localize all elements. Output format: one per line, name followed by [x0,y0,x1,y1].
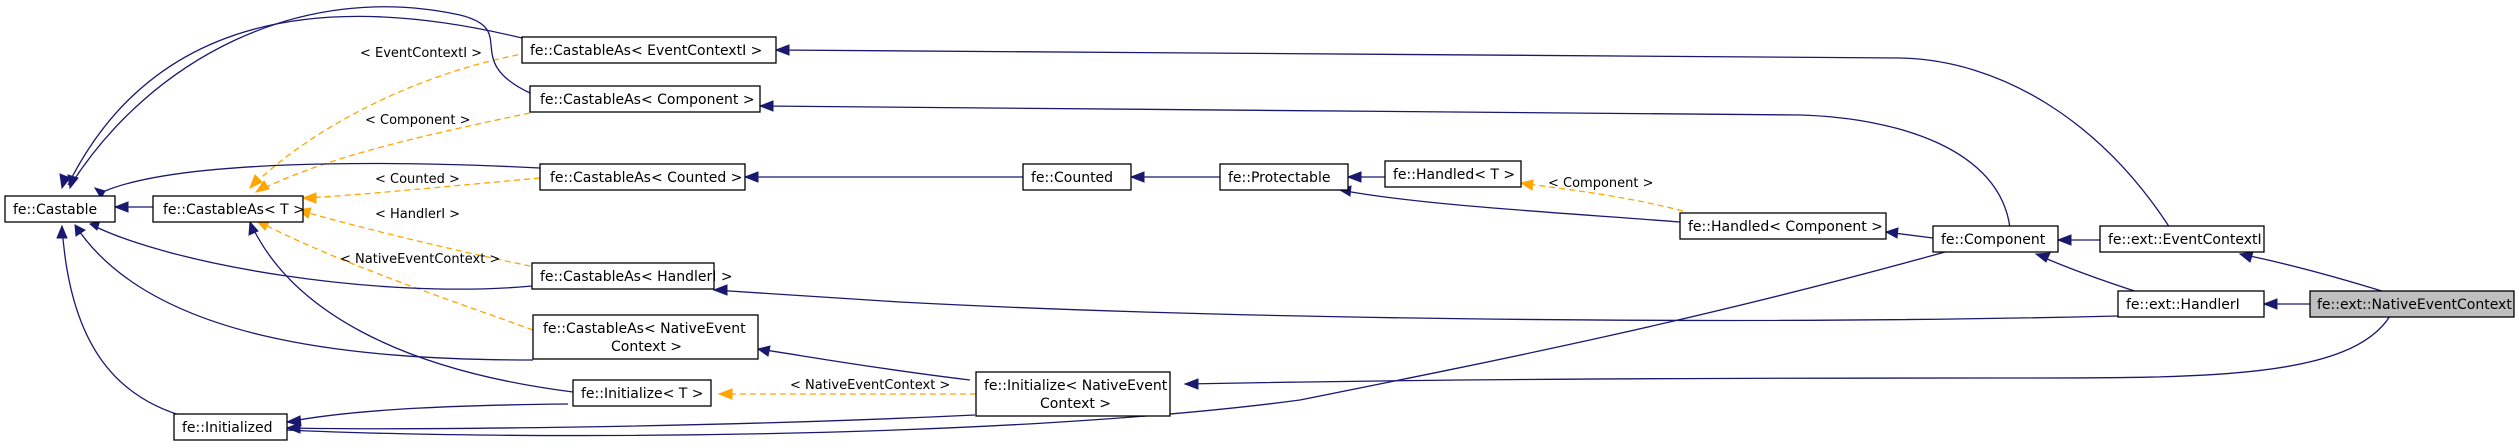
node-label: fe::Protectable [1228,170,1330,186]
node-handled-component[interactable]: fe::Handled< Component > [1679,212,1887,240]
edge-initialize-t-to-initialized [286,403,569,423]
node-label: fe::CastableAs< T > [163,202,305,218]
node-label: fe::Initialized [182,420,272,436]
edge-initialize-t-to-castableas-t [249,221,574,393]
nodes: fe::Castable fe::CastableAs< T > fe::Cas… [4,36,2515,441]
node-label: fe::ext::NativeEventContext [2317,297,2512,313]
node-ext-nativeeventcontext[interactable]: fe::ext::NativeEventContext [2309,290,2515,318]
node-castable[interactable]: fe::Castable [4,195,116,223]
edge-handleri-to-component [2035,253,2151,297]
edge-component-to-castableas-component [759,105,2011,229]
edge-label-nativeeventcontext-castable: < NativeEventContext > [340,252,500,267]
node-component[interactable]: fe::Component [1932,225,2059,253]
edge-label-component-castable: < Component > [365,113,471,128]
edge-template-castableas-nativeeventcontext [255,219,534,331]
node-label-line-1: fe::CastableAs< NativeEvent [543,321,746,337]
node-label: fe::ext::HandlerI [2126,297,2240,313]
edge-initialize-nativeeventcontext-to-castableas-nativeeventcontext [757,348,971,381]
edge-castableas-counted-to-castable [104,162,541,192]
edge-template-castableas-handleri [297,209,541,269]
node-label: fe::Component [1941,232,2046,248]
node-castable-as-t[interactable]: fe::CastableAs< T > [152,195,305,223]
node-label: fe::Handled< T > [1393,167,1515,183]
edge-handled-component-to-protectable [1339,189,1681,223]
edge-label-component-handled: < Component > [1548,176,1654,191]
edge-castableas-handleri-to-castable [89,223,533,290]
edge-labels: < EventContextI > < Component > < Counte… [340,46,1654,393]
edges [56,6,2391,437]
edge-castableas-component-to-castable [69,6,531,187]
node-castable-as-handleri[interactable]: fe::CastableAs< HandlerI > [531,262,733,290]
edge-castableas-eventcontexti-to-castable [67,15,531,186]
node-counted[interactable]: fe::Counted [1022,163,1132,191]
node-label-line-2: Context > [1040,396,1111,412]
node-label-line-2: Context > [611,339,682,355]
node-label: fe::ext::EventContextI [2108,232,2262,248]
node-castable-as-eventcontexti[interactable]: fe::CastableAs< EventContextI > [521,36,777,64]
node-castable-as-nativeeventcontext[interactable]: fe::CastableAs< NativeEvent Context > [532,314,759,360]
node-label: fe::CastableAs< Counted > [550,170,742,186]
edge-component-to-initialized [286,251,1946,437]
node-label: fe::CastableAs< HandlerI > [540,269,733,285]
node-ext-eventcontexti[interactable]: fe::ext::EventContextI [2099,225,2265,253]
edge-label-nativeeventcontext-initialize: < NativeEventContext > [790,378,950,393]
node-label: fe::CastableAs< Component > [540,92,755,108]
edge-initialized-to-castable [61,225,191,419]
node-castable-as-counted[interactable]: fe::CastableAs< Counted > [539,163,746,191]
node-label: fe::Handled< Component > [1688,219,1883,235]
edge-label-handleri: < HandlerI > [375,207,460,222]
edge-template-castableas-counted [302,177,541,199]
node-label: fe::Castable [13,202,97,218]
node-handled-t[interactable]: fe::Handled< T > [1384,160,1522,188]
edge-nativeeventcontext-to-eventcontexti [2239,253,2386,293]
edge-eventcontexti-to-castableas-eventcontexti [775,49,2171,229]
node-ext-handleri[interactable]: fe::ext::HandlerI [2117,290,2265,318]
edge-handleri-to-castableas-handleri [713,289,2119,322]
edge-label-eventcontexti: < EventContextI > [360,46,482,61]
node-initialize-t[interactable]: fe::Initialize< T > [572,379,712,407]
node-castable-as-component[interactable]: fe::CastableAs< Component > [529,85,761,113]
node-initialized[interactable]: fe::Initialized [173,413,288,441]
node-label-line-1: fe::Initialize< NativeEvent [984,378,1168,394]
edge-initialize-nativeeventcontext-to-initialized [286,414,976,430]
edge-nativeeventcontext-to-initialize-nativeeventcontext [1184,315,2391,385]
node-protectable[interactable]: fe::Protectable [1219,163,1349,191]
node-label: fe::Initialize< T > [581,386,703,402]
edge-template-castableas-eventcontexti [249,52,529,189]
edge-label-counted: < Counted > [375,172,460,187]
edge-castableas-nativeeventcontext-to-castable [74,224,534,361]
node-label: fe::CastableAs< EventContextI > [530,43,762,59]
node-label: fe::Counted [1031,170,1113,186]
edge-template-handled-component [1520,182,1684,212]
node-initialize-nativeeventcontext[interactable]: fe::Initialize< NativeEvent Context > [975,371,1171,417]
